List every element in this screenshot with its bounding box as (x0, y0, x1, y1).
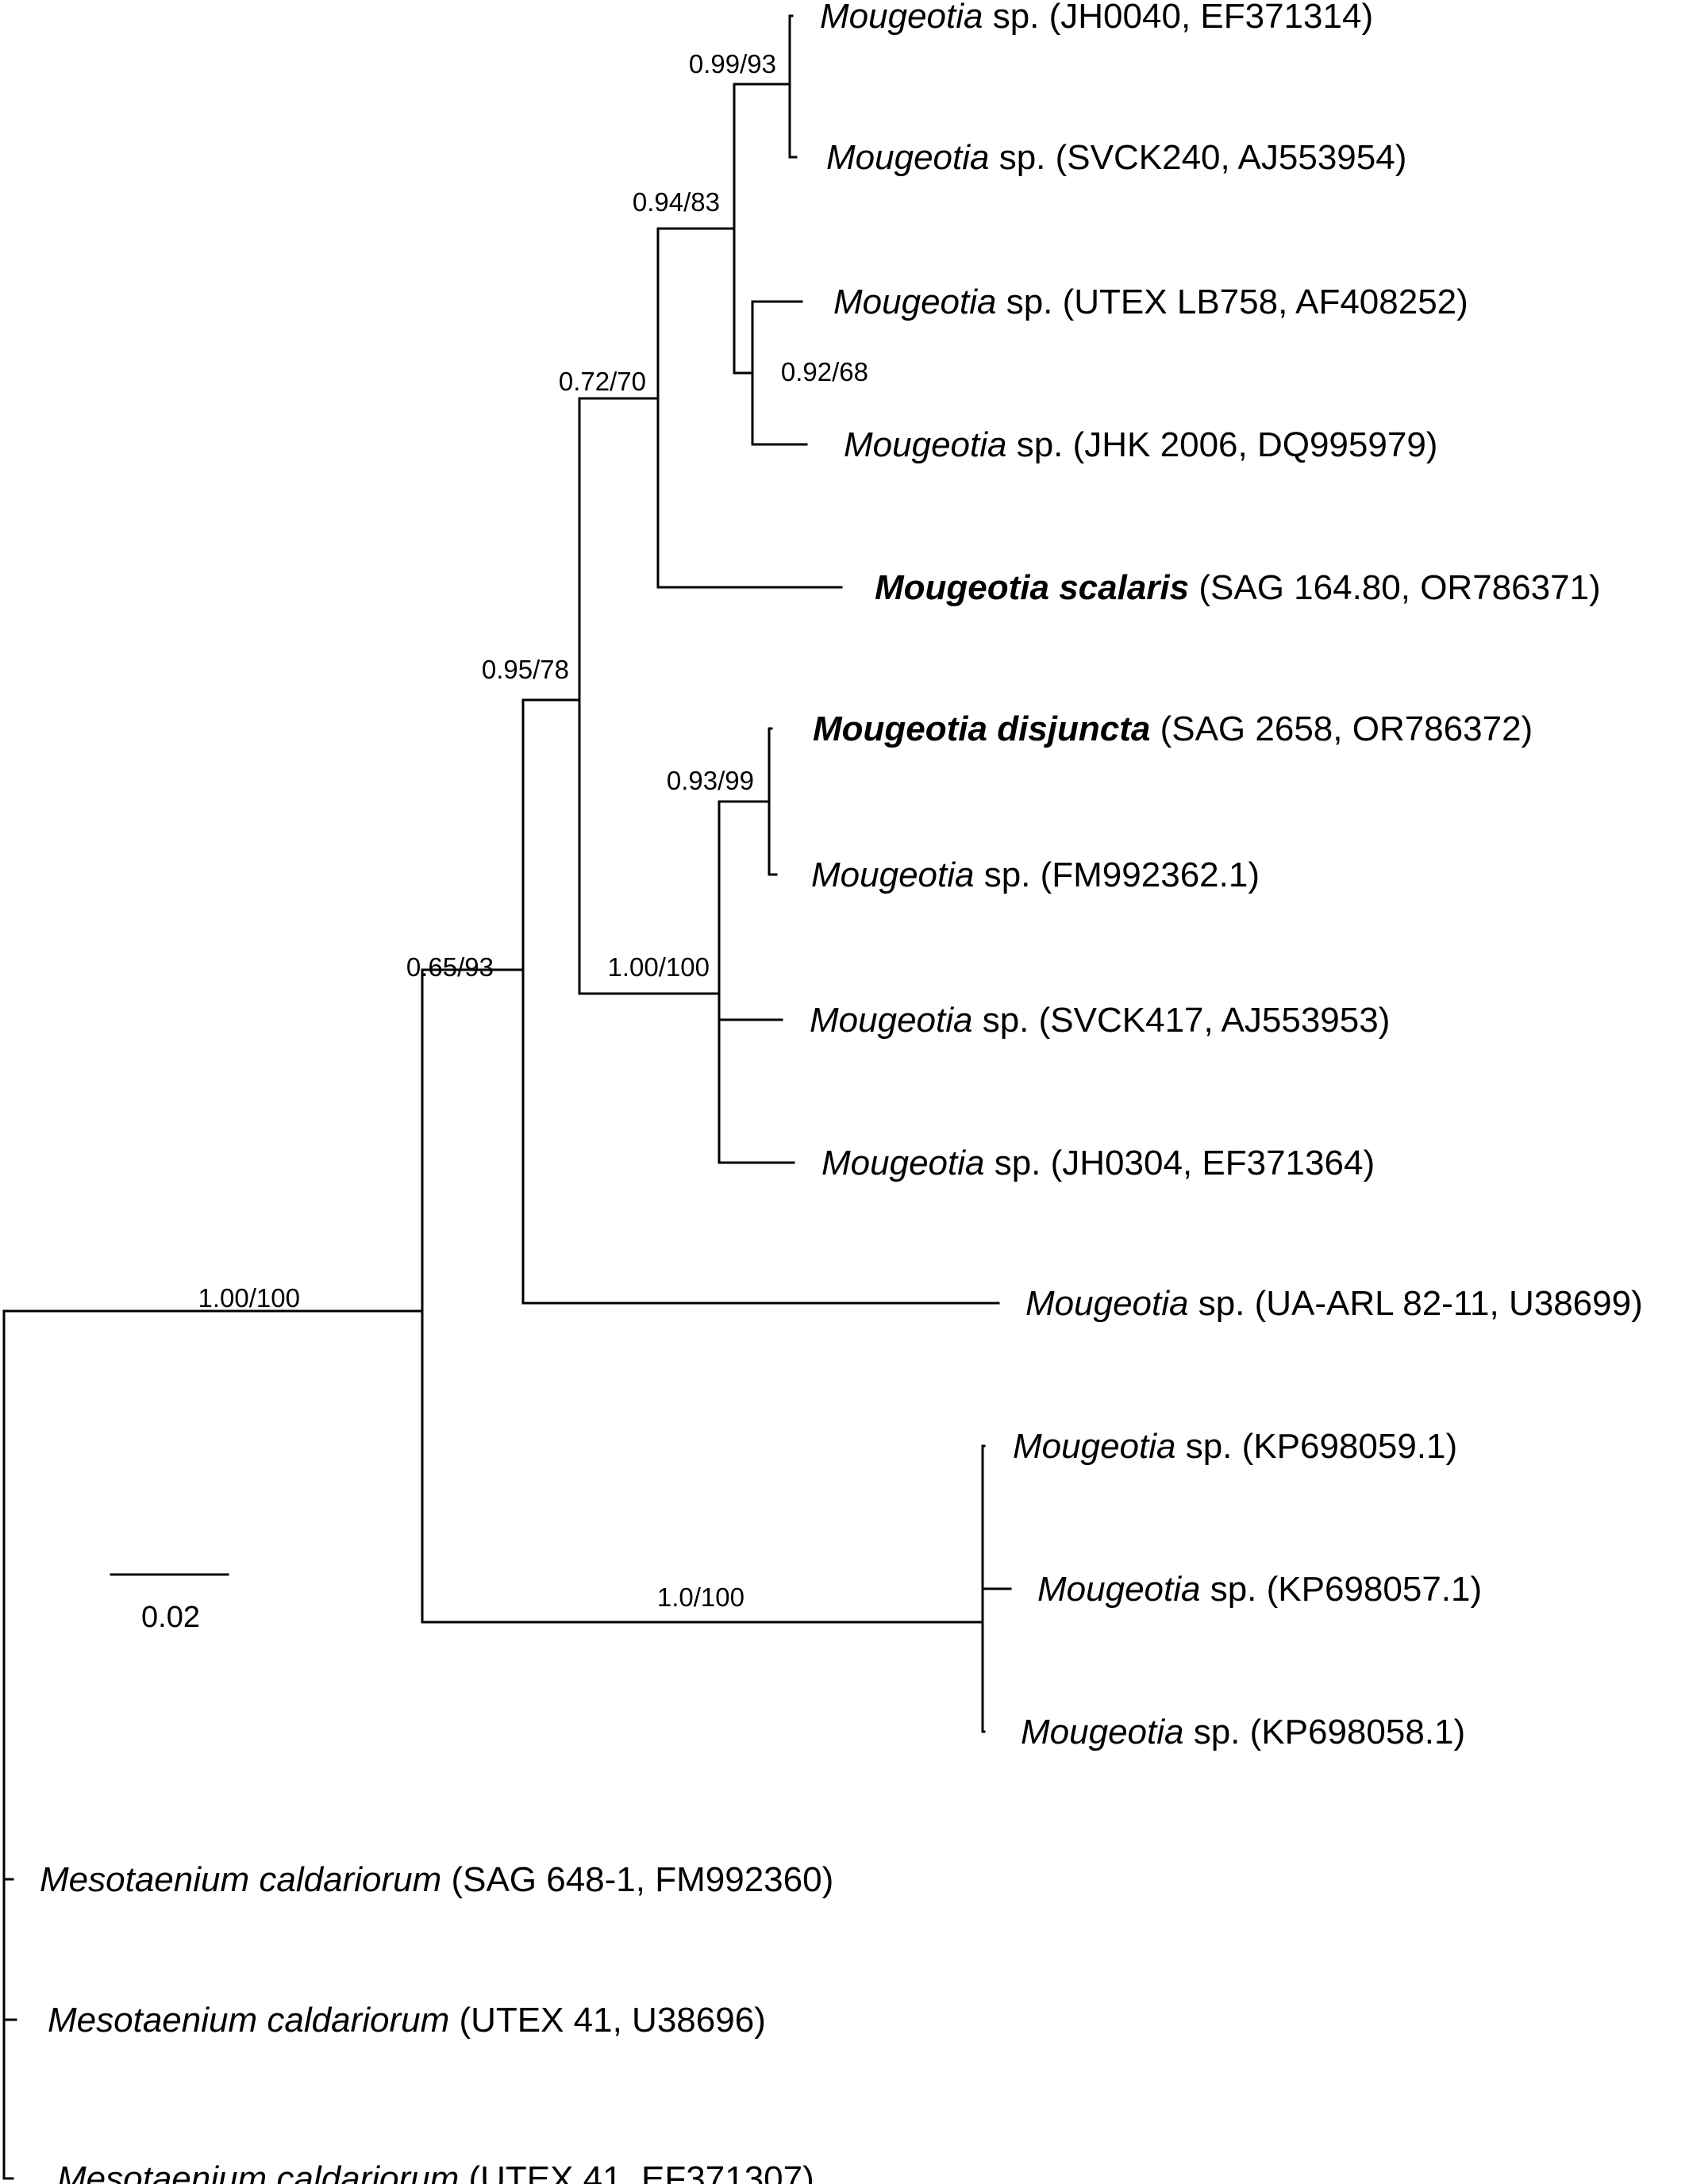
leaf-label-L8: Mougeotia sp. (SVCK417, AJ553953) (810, 1001, 1390, 1040)
leaf-taxon-name: Mougeotia scalaris (875, 568, 1189, 607)
leaf-strain-accession: (SAG 648-1, FM992360) (441, 1860, 833, 1899)
leaf-strain-accession: sp. (JH0304, EF371364) (984, 1144, 1375, 1182)
leaf-taxon-name: Mesotaenium caldariorum (40, 1860, 441, 1899)
leaf-strain-accession: sp. (KP698058.1) (1183, 1713, 1465, 1751)
leaf-label-L4: Mougeotia sp. (JHK 2006, DQ995979) (844, 425, 1437, 464)
leaf-taxon-name: Mougeotia (826, 138, 989, 177)
leaf-taxon-name: Mougeotia (1013, 1427, 1175, 1466)
support-value-n_L1_L10: 0.65/93 (406, 952, 494, 982)
leaf-taxon-name: Mougeotia (820, 0, 983, 36)
leaf-taxon-name: Mesotaenium caldariorum (48, 2001, 449, 2040)
leaf-label-L14: Mesotaenium caldariorum (SAG 648-1, FM99… (40, 1860, 833, 1899)
leaf-label-L12: Mougeotia sp. (KP698057.1) (1037, 1570, 1482, 1609)
support-value-n_L1_L5: 0.72/70 (559, 367, 646, 396)
leaf-taxon-name: Mougeotia disjuncta (813, 709, 1150, 748)
leaf-label-L10: Mougeotia sp. (UA-ARL 82-11, U38699) (1025, 1284, 1643, 1323)
leaf-label-L15: Mesotaenium caldariorum (UTEX 41, U38696… (48, 2001, 766, 2040)
support-value-n_L1_L4: 0.94/83 (633, 187, 720, 217)
leaf-strain-accession: sp. (UTEX LB758, AF408252) (996, 283, 1468, 321)
leaf-label-L9: Mougeotia sp. (JH0304, EF371364) (821, 1144, 1375, 1182)
support-value-n_L11_L13: 1.0/100 (657, 1582, 744, 1612)
leaf-label-L7: Mougeotia sp. (FM992362.1) (811, 856, 1260, 894)
leaf-taxon-name: Mougeotia (1037, 1570, 1200, 1609)
leaf-strain-accession: sp. (JHK 2006, DQ995979) (1006, 425, 1437, 464)
leaf-strain-accession: (UTEX 41, EF371307) (459, 2159, 814, 2184)
leaf-strain-accession: sp. (UA-ARL 82-11, U38699) (1188, 1284, 1642, 1323)
support-value-n_L6_L7: 0.93/99 (667, 766, 754, 795)
leaf-strain-accession: (SAG 2658, OR786372) (1150, 709, 1533, 748)
leaf-strain-accession: (UTEX 41, U38696) (449, 2001, 766, 2040)
leaf-strain-accession: sp. (KP698057.1) (1200, 1570, 1482, 1609)
leaf-label-L2: Mougeotia sp. (SVCK240, AJ553954) (826, 138, 1406, 177)
leaf-strain-accession: sp. (JH0040, EF371314) (983, 0, 1373, 36)
support-value-n_ingroup: 1.00/100 (198, 1283, 300, 1313)
tree-branches (2, 14, 1012, 2180)
leaf-taxon-name: Mougeotia (1021, 1713, 1183, 1751)
leaf-taxon-name: Mougeotia (811, 856, 974, 894)
support-value-n_L6_L9: 1.00/100 (608, 952, 710, 982)
leaf-label-L6: Mougeotia disjuncta (SAG 2658, OR786372) (813, 709, 1533, 748)
support-value-n_L3_L4: 0.92/68 (781, 357, 868, 386)
support-values: 0.99/93 0.94/83 0.92/68 0.72/70 0.95/78 0.93/… (198, 49, 868, 1612)
leaf-taxon-name: Mougeotia (810, 1001, 972, 1040)
support-value-n_L1_L9: 0.95/78 (482, 655, 569, 684)
leaf-label-L5: Mougeotia scalaris (SAG 164.80, OR786371… (875, 568, 1601, 607)
leaf-label-L3: Mougeotia sp. (UTEX LB758, AF408252) (833, 283, 1468, 321)
scale-bar-label: 0.02 (141, 1601, 200, 1634)
leaf-label-L16: Mesotaenium caldariorum (UTEX 41, EF3713… (57, 2159, 814, 2184)
scale-bar: 0.02 (110, 1573, 229, 1634)
leaf-strain-accession: sp. (SVCK417, AJ553953) (972, 1001, 1390, 1040)
leaf-strain-accession: sp. (KP698059.1) (1175, 1427, 1457, 1466)
leaf-strain-accession: sp. (SVCK240, AJ553954) (989, 138, 1406, 177)
leaf-taxon-name: Mougeotia (833, 283, 996, 321)
leaf-taxon-name: Mesotaenium caldariorum (57, 2159, 459, 2184)
leaf-taxon-name: Mougeotia (821, 1144, 984, 1182)
leaf-label-L11: Mougeotia sp. (KP698059.1) (1013, 1427, 1457, 1466)
leaf-strain-accession: sp. (FM992362.1) (974, 856, 1260, 894)
leaf-label-L1: Mougeotia sp. (JH0040, EF371314) (820, 0, 1373, 36)
leaf-labels: Mougeotia sp. (JH0040, EF371314)Mougeoti… (40, 0, 1643, 2184)
leaf-taxon-name: Mougeotia (1025, 1284, 1188, 1323)
leaf-strain-accession: (SAG 164.80, OR786371) (1189, 568, 1601, 607)
support-value-n_L1_L2: 0.99/93 (689, 49, 776, 79)
leaf-label-L13: Mougeotia sp. (KP698058.1) (1021, 1713, 1465, 1751)
leaf-taxon-name: Mougeotia (844, 425, 1006, 464)
